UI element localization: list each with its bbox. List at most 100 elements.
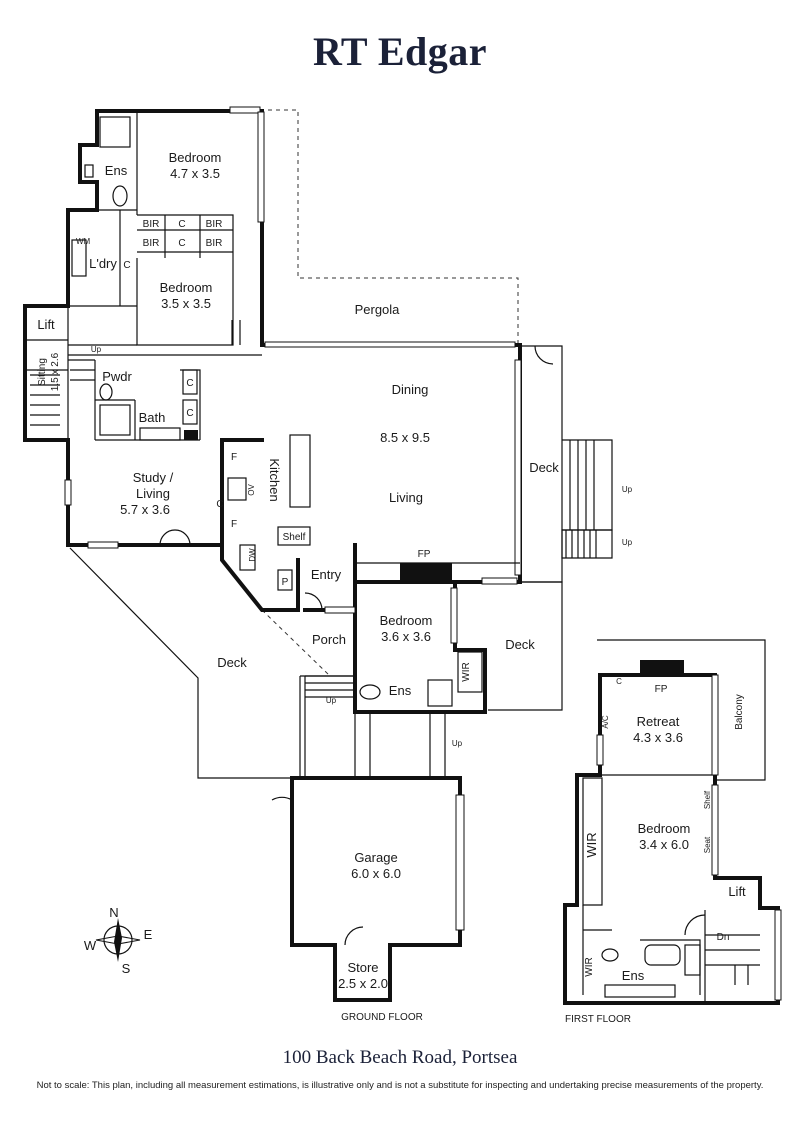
ens-label: Ens: [389, 683, 412, 698]
wall-kitchen: [220, 438, 300, 612]
svg-text:Sitting: Sitting: [37, 358, 48, 386]
bedroom2-dim: 3.5 x 3.5: [161, 296, 211, 311]
laundry-label: L'dry: [89, 256, 117, 271]
disclaimer-text: Not to scale: This plan, including all m…: [36, 1080, 764, 1091]
svg-text:C: C: [186, 408, 193, 419]
svg-text:Seat: Seat: [703, 836, 712, 853]
powder-label: Pwdr: [102, 369, 132, 384]
first-floor-label: FIRST FLOOR: [565, 1014, 631, 1025]
wall-dining: [260, 343, 522, 584]
bedroom4-label: Bedroom: [638, 821, 691, 836]
svg-text:WIR: WIR: [461, 662, 472, 681]
svg-text:WIR: WIR: [584, 957, 595, 976]
steps-front: [354, 712, 446, 778]
ground-floor-label: GROUND FLOOR: [341, 1012, 423, 1023]
bedroom1-label: Bedroom: [169, 150, 222, 165]
lift-label: Lift: [37, 317, 55, 332]
room-labels: Ens Bedroom 4.7 x 3.5 BIR C BIR BIR C BI…: [37, 150, 746, 1025]
svg-text:OV: OV: [247, 484, 256, 496]
svg-text:Shelf: Shelf: [283, 532, 306, 543]
study-dim: 5.7 x 3.6: [120, 502, 170, 517]
pergola-outline: [260, 109, 519, 346]
svg-text:C: C: [186, 378, 193, 389]
svg-text:FP: FP: [418, 549, 431, 560]
floor-plan: Ens Bedroom 4.7 x 3.5 BIR C BIR BIR C BI…: [23, 106, 782, 1025]
toilet-top: [112, 185, 128, 207]
wir-first-label: WIR: [584, 832, 599, 857]
balcony-outline: [597, 639, 766, 781]
dining-label: Dining: [392, 382, 429, 397]
compass-n: N: [109, 905, 118, 920]
bath-first: [644, 944, 681, 966]
svg-text:Dn: Dn: [717, 932, 730, 943]
svg-text:F: F: [231, 452, 237, 463]
bedroom3-label: Bedroom: [380, 613, 433, 628]
svg-text:F: F: [231, 519, 237, 530]
bedroom3-dim: 3.6 x 3.6: [381, 629, 431, 644]
svg-text:P: P: [282, 577, 289, 588]
retreat-label: Retreat: [637, 714, 680, 729]
fireplace-first: [640, 660, 684, 675]
entry-label: Entry: [311, 567, 342, 582]
ground-floor-plan: [23, 106, 613, 1002]
svg-text:1.5 x 2.6: 1.5 x 2.6: [50, 352, 61, 391]
garage-dim: 6.0 x 6.0: [351, 866, 401, 881]
svg-text:A/C: A/C: [601, 715, 610, 729]
partitions-bedrooms: [97, 111, 234, 346]
steps-west: [299, 676, 306, 778]
svg-text:BIR: BIR: [206, 238, 223, 249]
balcony-label: Balcony: [734, 694, 745, 730]
cooktop: [227, 477, 247, 501]
deck-west-label: Deck: [217, 655, 247, 670]
bedroom4-dim: 3.4 x 6.0: [639, 837, 689, 852]
svg-text:DW: DW: [248, 548, 257, 562]
kitchen-island: [289, 434, 311, 508]
svg-text:Up: Up: [91, 345, 102, 354]
shower-top: [99, 116, 131, 148]
svg-text:FP: FP: [655, 684, 668, 695]
first-floor-plan: [563, 639, 782, 1005]
deck-east-label: Deck: [529, 460, 559, 475]
dining-dim: 8.5 x 9.5: [380, 430, 430, 445]
svg-text:C: C: [178, 219, 185, 230]
svg-text:C: C: [123, 260, 130, 271]
wall-north-east: [95, 109, 264, 347]
retreat-dim: 4.3 x 3.6: [633, 730, 683, 745]
svg-text:BIR: BIR: [143, 219, 160, 230]
wir-first: [582, 777, 603, 906]
svg-text:Up: Up: [622, 538, 633, 547]
wall-first-east: [703, 778, 780, 1005]
compass-s: S: [122, 961, 131, 976]
svg-text:Up: Up: [452, 739, 463, 748]
compass-rose: [95, 918, 141, 962]
svg-text:Up: Up: [622, 485, 633, 494]
bath-label: Bath: [139, 410, 166, 425]
svg-text:BIR: BIR: [206, 219, 223, 230]
ens-top-label: Ens: [105, 163, 128, 178]
fireplace: [400, 563, 452, 581]
svg-text:Shelf: Shelf: [703, 790, 712, 809]
compass-w: W: [84, 938, 97, 953]
wall-study: [66, 438, 222, 547]
study-label: Study /: [133, 470, 174, 485]
lift-first-label: Lift: [728, 884, 746, 899]
ens-first-label: Ens: [622, 968, 645, 983]
svg-text:C: C: [178, 238, 185, 249]
svg-text:BIR: BIR: [143, 238, 160, 249]
washing-machine: [71, 239, 87, 277]
deck-south-label: Deck: [505, 637, 535, 652]
living-label: Living: [389, 490, 423, 505]
garage-label: Garage: [354, 850, 397, 865]
brand-logo: RT Edgar: [312, 29, 488, 74]
store-label: Store: [347, 960, 378, 975]
svg-text:WM: WM: [76, 237, 91, 246]
svg-text:Up: Up: [326, 696, 337, 705]
kitchen-label: Kitchen: [267, 458, 282, 501]
store-dim: 2.5 x 2.0: [338, 976, 388, 991]
bedroom2-label: Bedroom: [160, 280, 213, 295]
compass-e: E: [144, 927, 153, 942]
svg-text:C: C: [216, 499, 223, 510]
deck-outline-west: [69, 547, 292, 779]
bedroom1-dim: 4.7 x 3.5: [170, 166, 220, 181]
porch-label: Porch: [312, 632, 346, 647]
